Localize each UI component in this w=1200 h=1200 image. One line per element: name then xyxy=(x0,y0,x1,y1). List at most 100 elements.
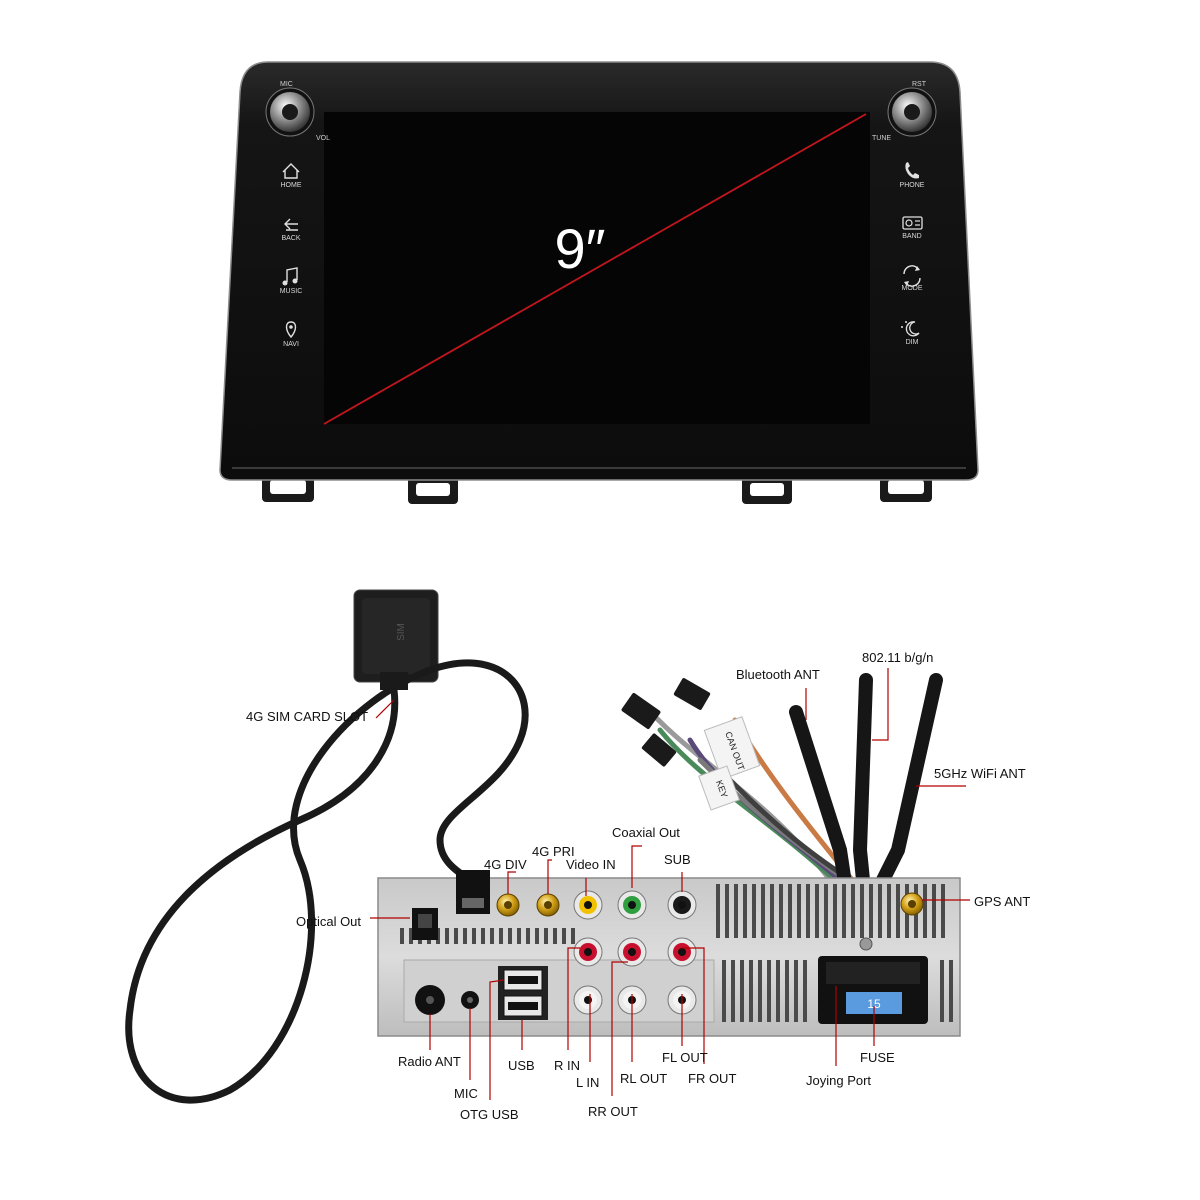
reset-label: RST xyxy=(912,81,927,88)
harness-connectors xyxy=(621,678,711,767)
label-optical-out: Optical Out xyxy=(296,914,361,929)
4g-pri-port[interactable] xyxy=(536,893,560,917)
label-4g-pri: 4G PRI xyxy=(532,844,575,859)
label-fr-out: FR OUT xyxy=(688,1071,736,1086)
r-in-jack[interactable] xyxy=(573,937,603,967)
mode-label: MODE xyxy=(902,285,923,292)
right-buttons: PHONE BAND MODE DIM xyxy=(900,162,925,346)
4g-div-port[interactable] xyxy=(496,893,520,917)
music-label: MUSIC xyxy=(280,288,303,295)
heatsink-slot xyxy=(842,884,846,938)
joying-port[interactable]: 15 xyxy=(818,956,928,1024)
home-label: HOME xyxy=(281,182,302,189)
heatsink-slot xyxy=(499,928,503,944)
label-4g-div: 4G DIV xyxy=(484,857,527,872)
sim-card-module: SIM xyxy=(353,589,439,690)
heatsink-slot xyxy=(779,884,783,938)
dim-label: DIM xyxy=(906,339,919,346)
heatsink-slot xyxy=(734,884,738,938)
navi-icon xyxy=(285,321,297,339)
label-video-in: Video IN xyxy=(566,857,616,872)
phone-icon xyxy=(905,162,919,179)
heatsink-slot xyxy=(544,928,548,944)
dim-button[interactable]: DIM xyxy=(901,321,920,346)
tune-knob[interactable] xyxy=(887,87,937,137)
heatsink-slot xyxy=(941,884,945,938)
navi-button[interactable]: NAVI xyxy=(283,321,299,348)
band-button[interactable]: BAND xyxy=(902,216,923,240)
heatsink-slot xyxy=(517,928,521,944)
label-coaxial-out: Coaxial Out xyxy=(612,825,680,840)
heatsink-slot xyxy=(553,928,557,944)
phone-button[interactable]: PHONE xyxy=(900,162,925,189)
heatsink-slot xyxy=(788,884,792,938)
heatsink-slot xyxy=(797,884,801,938)
sim-module-text: SIM xyxy=(396,623,407,641)
heatsink-slot xyxy=(526,928,530,944)
heatsink-slot xyxy=(752,884,756,938)
rr-out-jack[interactable] xyxy=(617,937,647,967)
heatsink-slot xyxy=(463,928,467,944)
label-fuse: FUSE xyxy=(860,1050,895,1065)
mic-port[interactable] xyxy=(461,991,479,1009)
mic-hole-label: MIC xyxy=(280,81,293,88)
music-button[interactable]: MUSIC xyxy=(280,267,303,295)
antennas xyxy=(789,673,943,897)
heatsink-slot xyxy=(716,884,720,938)
tune-label: TUNE xyxy=(872,135,891,142)
heatsink-slot xyxy=(860,884,864,938)
label-joying-port: Joying Port xyxy=(806,1073,871,1088)
back-button[interactable]: BACK xyxy=(281,218,301,242)
heatsink-slot xyxy=(949,960,953,1022)
label-mic: MIC xyxy=(454,1086,478,1101)
l-in-jack[interactable] xyxy=(573,985,603,1015)
heatsink-slot xyxy=(562,928,566,944)
heatsink-slot xyxy=(932,884,936,938)
coaxial-out-jack[interactable] xyxy=(617,890,647,920)
navi-label: NAVI xyxy=(283,341,299,348)
heatsink-slot xyxy=(815,884,819,938)
harness-tags: CAN OUT KEY xyxy=(698,716,761,811)
label-r-in: R IN xyxy=(554,1058,580,1073)
heatsink-slot xyxy=(481,928,485,944)
gps-ant-port[interactable] xyxy=(900,892,924,916)
label-otg-usb: OTG USB xyxy=(460,1107,519,1122)
usb-ports[interactable] xyxy=(498,966,548,1020)
vol-label: VOL xyxy=(316,135,330,142)
dim-icon xyxy=(905,321,920,337)
home-icon xyxy=(282,163,300,179)
video-in-jack[interactable] xyxy=(573,890,603,920)
label-wifi-24: 802.11 b/g/n xyxy=(862,650,933,665)
sub-out-jack[interactable] xyxy=(667,890,697,920)
heatsink-slot xyxy=(940,960,944,1022)
fr-out-jack[interactable] xyxy=(667,937,697,967)
heatsink-slot xyxy=(743,884,747,938)
back-label: BACK xyxy=(281,235,300,242)
screen-diagonal xyxy=(323,113,867,425)
back-icon xyxy=(284,218,298,231)
heatsink-slot xyxy=(794,960,798,1022)
heatsink-slot xyxy=(571,928,575,944)
phone-label: PHONE xyxy=(900,182,925,189)
heatsink-slot xyxy=(869,884,873,938)
mode-button[interactable]: MODE xyxy=(902,265,923,292)
heatsink-slot xyxy=(833,884,837,938)
heatsink-slot xyxy=(776,960,780,1022)
heatsink-slots xyxy=(400,884,953,1022)
home-button[interactable]: HOME xyxy=(281,163,302,189)
heatsink-slot xyxy=(725,884,729,938)
heatsink-slot xyxy=(472,928,476,944)
heatsink-slot xyxy=(785,960,789,1022)
radio-ant-port[interactable] xyxy=(415,985,445,1015)
heatsink-slot xyxy=(770,884,774,938)
heatsink-slot xyxy=(740,960,744,1022)
heatsink-slot xyxy=(767,960,771,1022)
label-sim-card-slot: 4G SIM CARD SLOT xyxy=(246,709,368,724)
heatsink-slot xyxy=(878,884,882,938)
sim-cable xyxy=(125,659,529,1104)
optical-out-port[interactable] xyxy=(412,908,438,940)
fuse-value: 15 xyxy=(867,997,881,1011)
rca-jacks xyxy=(573,890,697,1015)
volume-knob[interactable] xyxy=(265,87,315,137)
screen-size-label: 9″ xyxy=(555,217,606,280)
